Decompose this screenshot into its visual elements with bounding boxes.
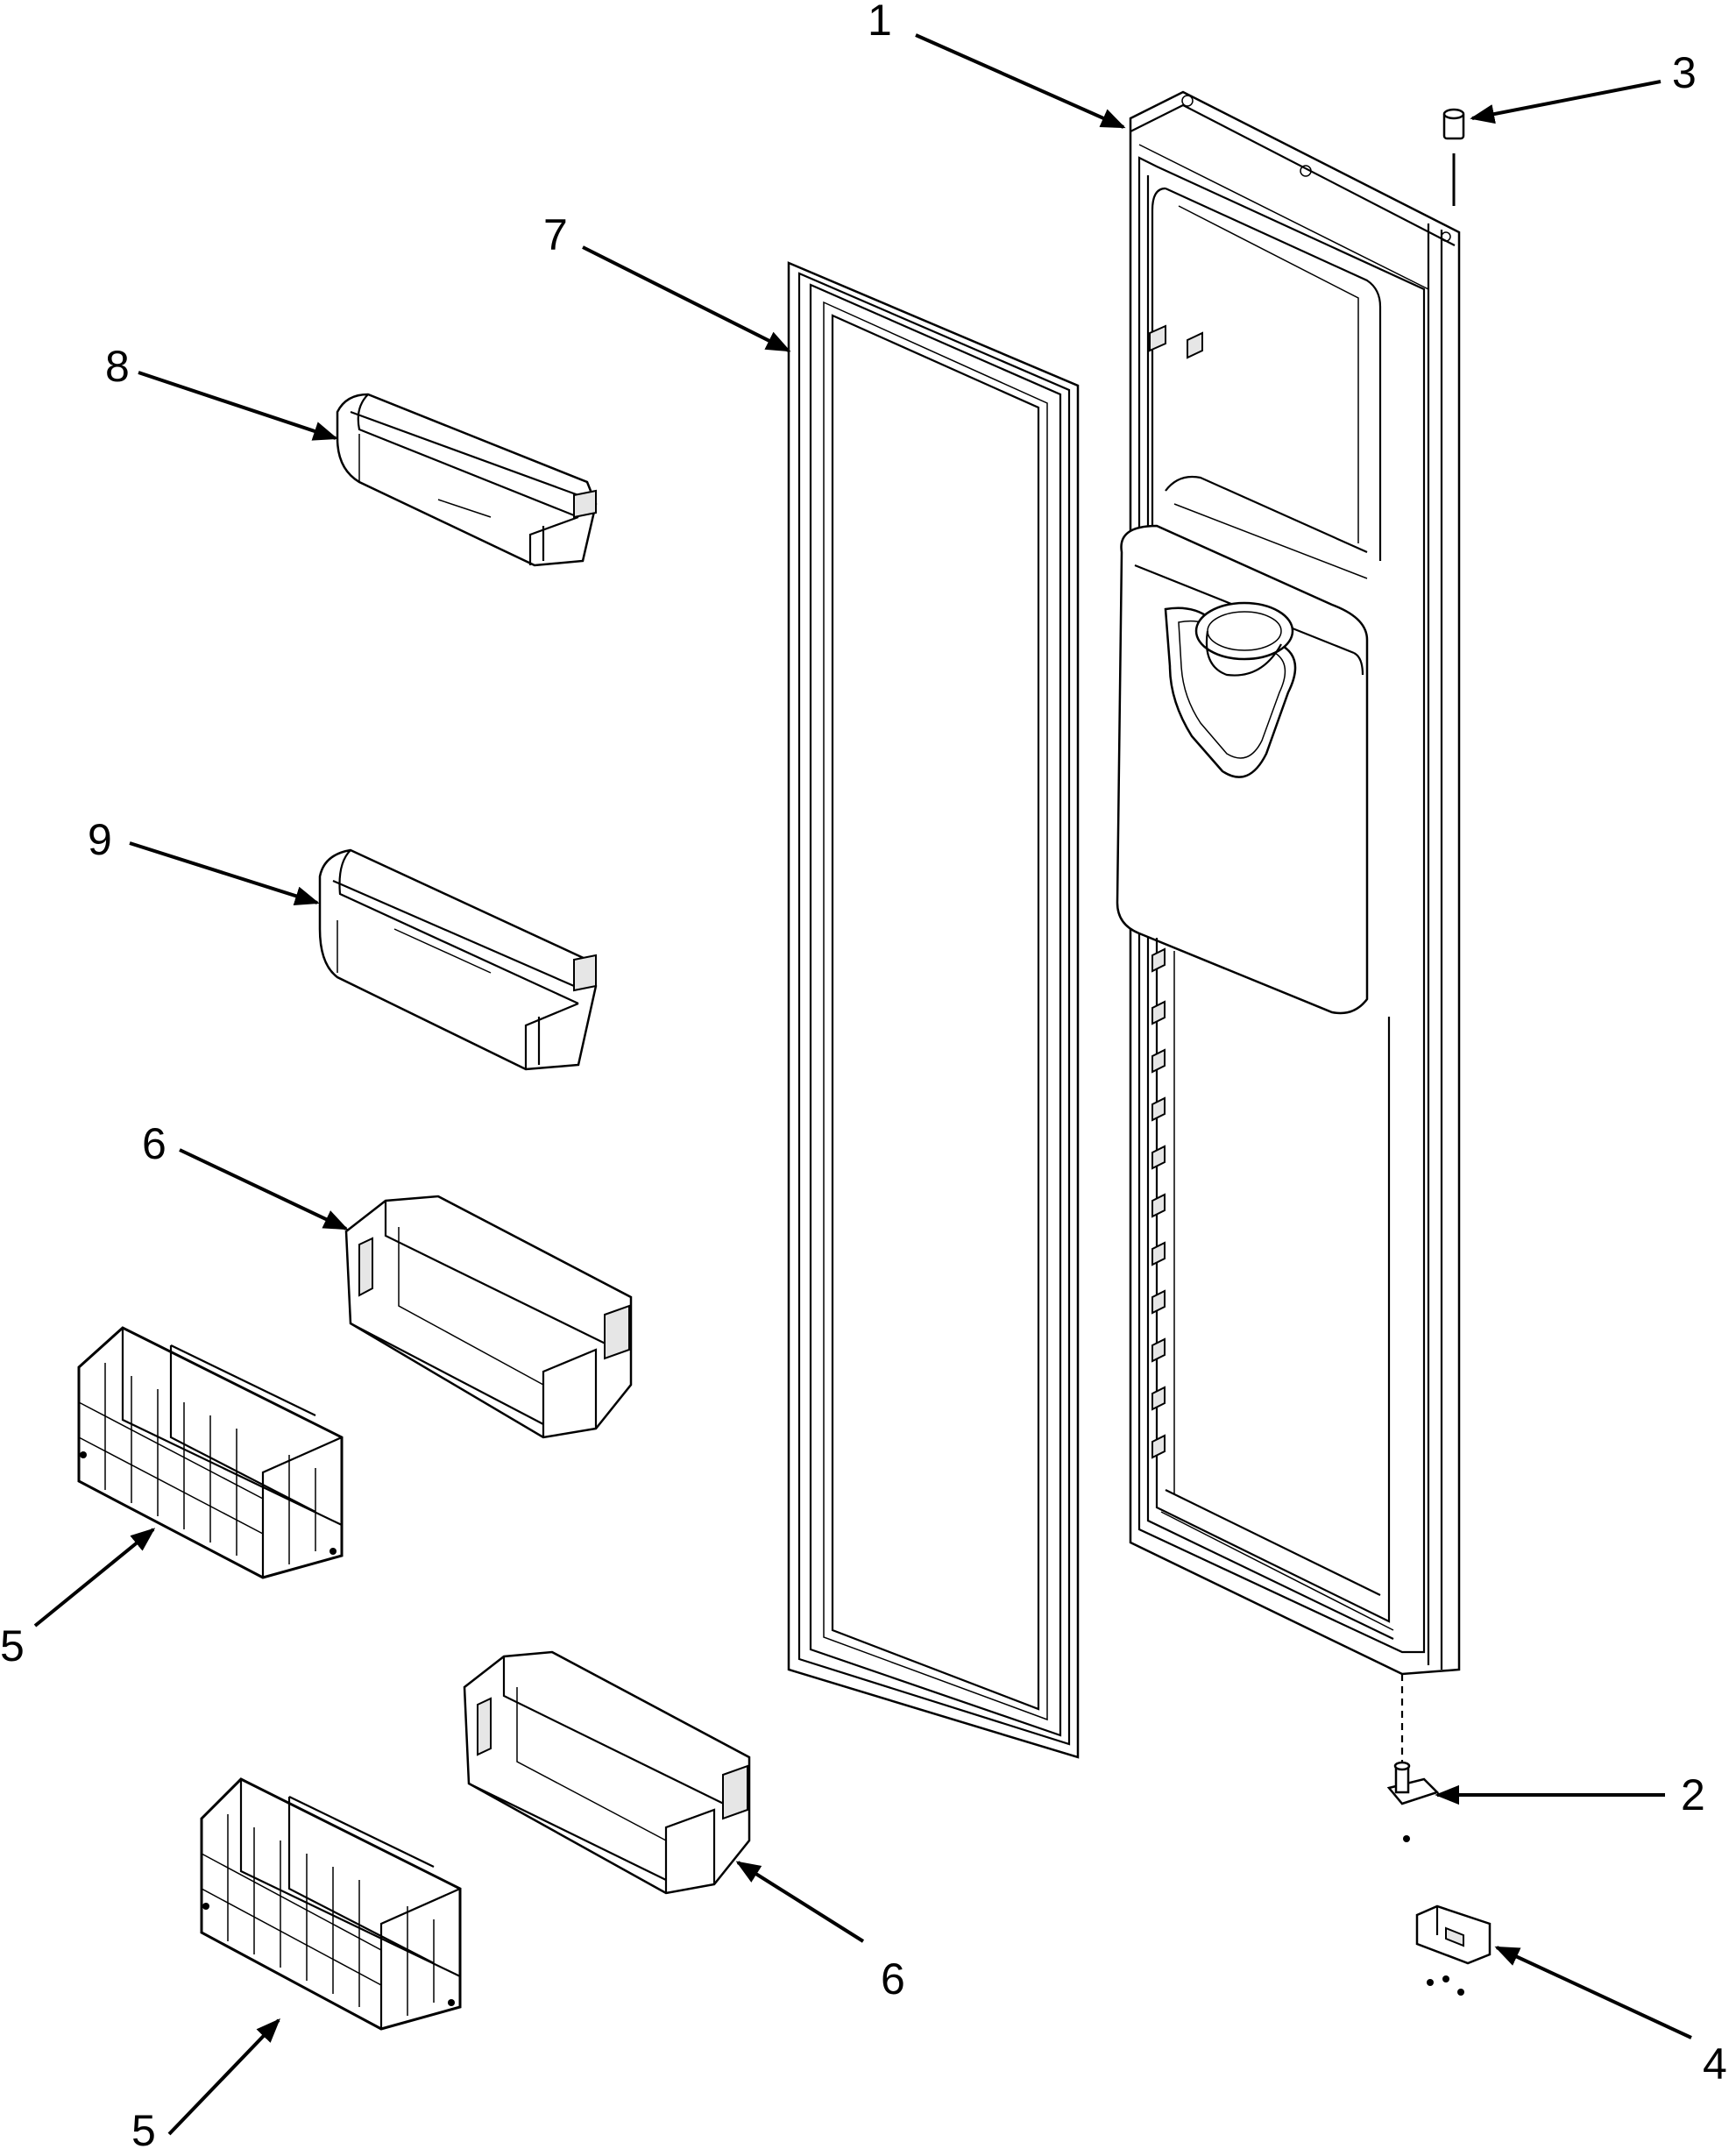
callout-1: 1 xyxy=(868,0,892,45)
door-assembly xyxy=(1116,90,1461,1676)
arrow-9 xyxy=(129,841,320,906)
arrow-3 xyxy=(1470,80,1662,124)
top-hinge-bushing xyxy=(1442,108,1465,206)
door-shelf-clips xyxy=(1151,947,1166,1459)
callout-4: 4 xyxy=(1703,2039,1727,2089)
callout-5-upper: 5 xyxy=(0,1621,25,1670)
callout-8: 8 xyxy=(105,342,130,391)
hinge-bracket xyxy=(1415,1904,1492,1996)
door-bin-middle xyxy=(344,1195,633,1439)
callout-6-middle: 6 xyxy=(142,1119,167,1168)
callout-7: 7 xyxy=(543,210,568,259)
arrow-6-lower xyxy=(735,1861,865,1943)
arrow-7 xyxy=(582,245,791,352)
wire-basket-upper xyxy=(77,1326,344,1579)
door-shelf-second xyxy=(318,848,598,1071)
callout-3: 3 xyxy=(1672,48,1697,97)
callout-5-lower: 5 xyxy=(131,2106,156,2149)
arrow-1 xyxy=(915,33,1126,129)
wire-basket-lower xyxy=(200,1777,462,2031)
arrow-5-upper xyxy=(33,1528,156,1628)
arrow-4 xyxy=(1494,1946,1692,2039)
callout-6-lower: 6 xyxy=(881,1954,905,2004)
callout-9: 9 xyxy=(88,815,112,864)
callout-2: 2 xyxy=(1681,1770,1705,1819)
door-gasket xyxy=(787,261,1080,1759)
arrow-5-lower xyxy=(167,2018,280,2136)
leader-arrows xyxy=(33,33,1692,2136)
door-shelf-upper xyxy=(336,393,598,567)
bottom-hinge-pin xyxy=(1386,1674,1440,1842)
door-bin-lower xyxy=(463,1650,751,1895)
arrow-8 xyxy=(138,371,338,441)
arrow-6-middle xyxy=(179,1148,349,1231)
